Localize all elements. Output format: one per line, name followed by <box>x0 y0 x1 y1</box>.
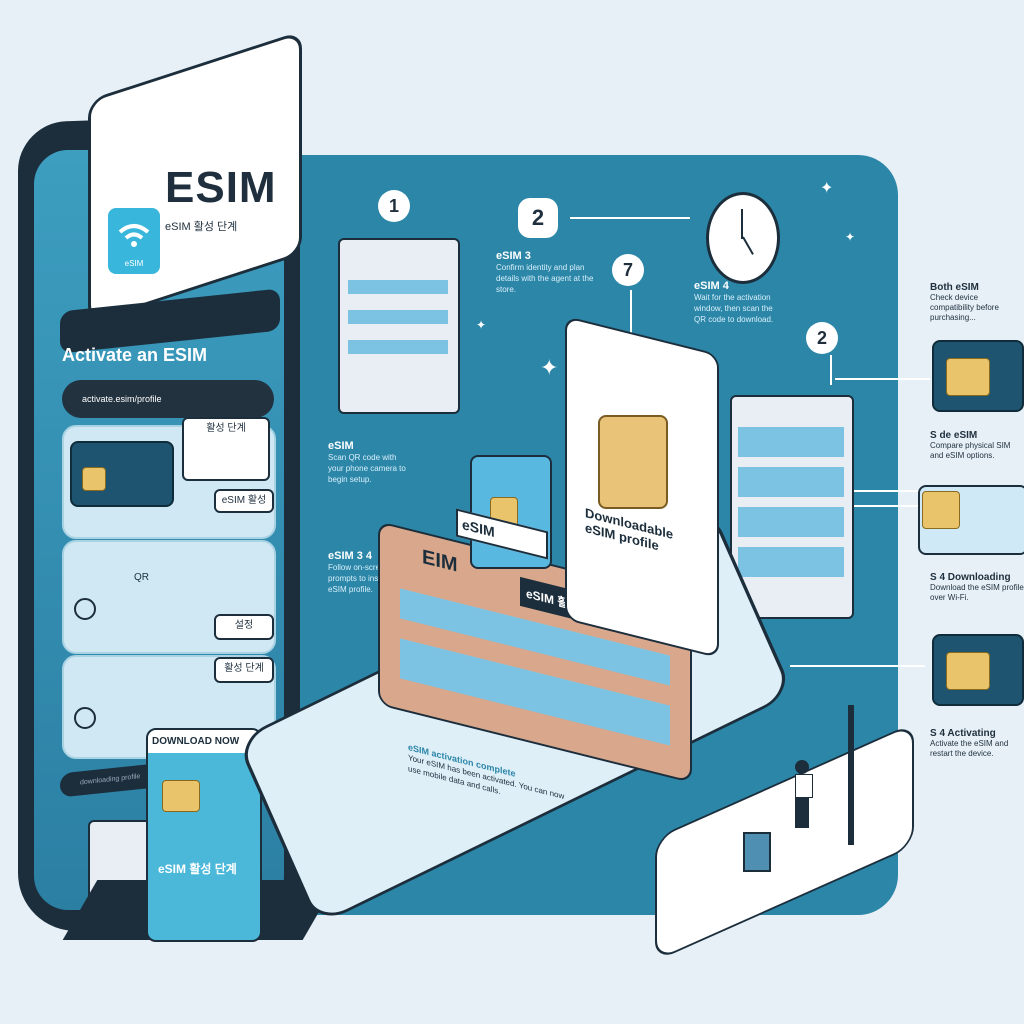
connector-line <box>850 490 920 492</box>
list-item-button-label: 활성 단계 <box>206 423 246 434</box>
sparkle-icon: ✦ <box>820 180 834 197</box>
sim-card-icon <box>918 485 1024 555</box>
phone-heading: Activate an ESIM <box>62 345 208 365</box>
annotation-body: Follow on-screen prompts to install the … <box>328 563 402 594</box>
step-badge-7: 7 <box>612 254 644 286</box>
connector-line <box>570 217 690 219</box>
annotation-left-2: eSIM 3 4 Follow on-screen prompts to ins… <box>328 550 418 595</box>
sparkle-icon: ✦ <box>540 355 559 380</box>
connector-line <box>790 665 925 667</box>
right-item-body: Compare physical SIM and eSIM options. <box>930 441 1011 460</box>
annotation-body: Scan QR code with your phone camera to b… <box>328 453 406 484</box>
sim-card-icon <box>70 441 174 507</box>
sim-chip-icon <box>82 467 106 491</box>
url-bar[interactable]: activate.esim/profile <box>62 380 274 418</box>
progress-text: downloading profile <box>80 773 141 787</box>
download-card-title: DOWNLOAD NOW <box>148 730 260 753</box>
connector-line <box>630 290 632 350</box>
right-item: S de eSIM Compare physical SIM and eSIM … <box>930 430 1024 461</box>
sim-card-icon <box>932 340 1024 412</box>
list-item-detail-label: eSIM 활성 <box>221 495 267 506</box>
download-card[interactable]: DOWNLOAD NOW eSIM 활성 단계 <box>146 728 262 942</box>
person-figure <box>795 760 813 830</box>
step-text-4: eSIM 4 Wait for the activation window, t… <box>694 280 784 325</box>
step-badge-1: 1 <box>378 190 410 222</box>
download-card-body: eSIM 활성 단계 <box>158 862 237 876</box>
right-item: S 4 Activating Activate the eSIM and res… <box>930 728 1024 759</box>
brand-title: ESIM <box>165 163 277 212</box>
step-heading: eSIM 3 <box>496 250 531 262</box>
sim-card-icon <box>932 634 1024 706</box>
connector-line <box>830 355 832 385</box>
list-item-button[interactable]: 활성 단계 <box>182 417 270 481</box>
shop-sign-left: EIM <box>422 545 458 577</box>
right-item: S 4 Downloading Download the eSIM profil… <box>930 572 1024 603</box>
sim-chip-icon <box>162 780 200 812</box>
step-body: Confirm identity and plan details with t… <box>496 263 594 294</box>
right-item: Both eSIM Check device compatibility bef… <box>930 282 1024 323</box>
info-icon <box>74 598 96 620</box>
step-badge-2b: 2 <box>806 322 838 354</box>
list-item-detail[interactable]: eSIM 활성 <box>214 489 274 513</box>
url-text: activate.esim/profile <box>82 394 162 404</box>
list-item-button-label: 활성 단계 <box>224 663 264 674</box>
list-item-button-label: 설정 <box>234 620 254 631</box>
connector-line <box>850 505 920 507</box>
brand-subtitle: eSIM 활성 단계 <box>165 221 238 233</box>
info-icon <box>74 707 96 729</box>
wifi-tile-label: eSIM <box>124 259 144 268</box>
annotation-left-1: eSIM Scan QR code with your phone camera… <box>328 440 408 485</box>
step-text-2: eSIM 3 Confirm identity and plan details… <box>496 250 596 295</box>
step-badge-2: 2 <box>518 198 558 238</box>
step-heading: eSIM 4 <box>694 280 729 292</box>
right-item-heading: S 4 Activating <box>930 728 996 739</box>
wifi-icon: eSIM <box>108 208 160 274</box>
step-body: Wait for the activation window, then sca… <box>694 293 774 324</box>
trash-bin <box>743 832 771 872</box>
annotation-heading: eSIM <box>328 440 354 452</box>
list-item-badge: QR <box>134 572 149 583</box>
list-item[interactable]: QR 설정 <box>62 540 276 654</box>
right-item-body: Check device compatibility before purcha… <box>930 293 999 322</box>
sim-chip-icon <box>598 415 668 509</box>
right-item-body: Download the eSIM profile over Wi-Fi. <box>930 583 1024 602</box>
list-item[interactable]: 활성 단계 eSIM 활성 <box>62 417 276 539</box>
right-item-heading: S 4 Downloading <box>930 572 1011 583</box>
sparkle-icon: ✦ <box>845 230 856 244</box>
carrier-building <box>338 238 460 414</box>
sparkle-icon: ✦ <box>476 318 487 332</box>
right-item-body: Activate the eSIM and restart the device… <box>930 739 1009 758</box>
annotation-heading: eSIM 3 4 <box>328 550 373 562</box>
connector-line <box>835 378 930 380</box>
street-lamp <box>848 705 854 845</box>
right-item-heading: S de eSIM <box>930 430 978 441</box>
list-item-button[interactable]: 활성 단계 <box>214 657 274 683</box>
office-tower <box>730 395 854 619</box>
right-item-heading: Both eSIM <box>930 282 979 293</box>
list-item-button[interactable]: 설정 <box>214 614 274 640</box>
clock-icon <box>706 192 780 284</box>
